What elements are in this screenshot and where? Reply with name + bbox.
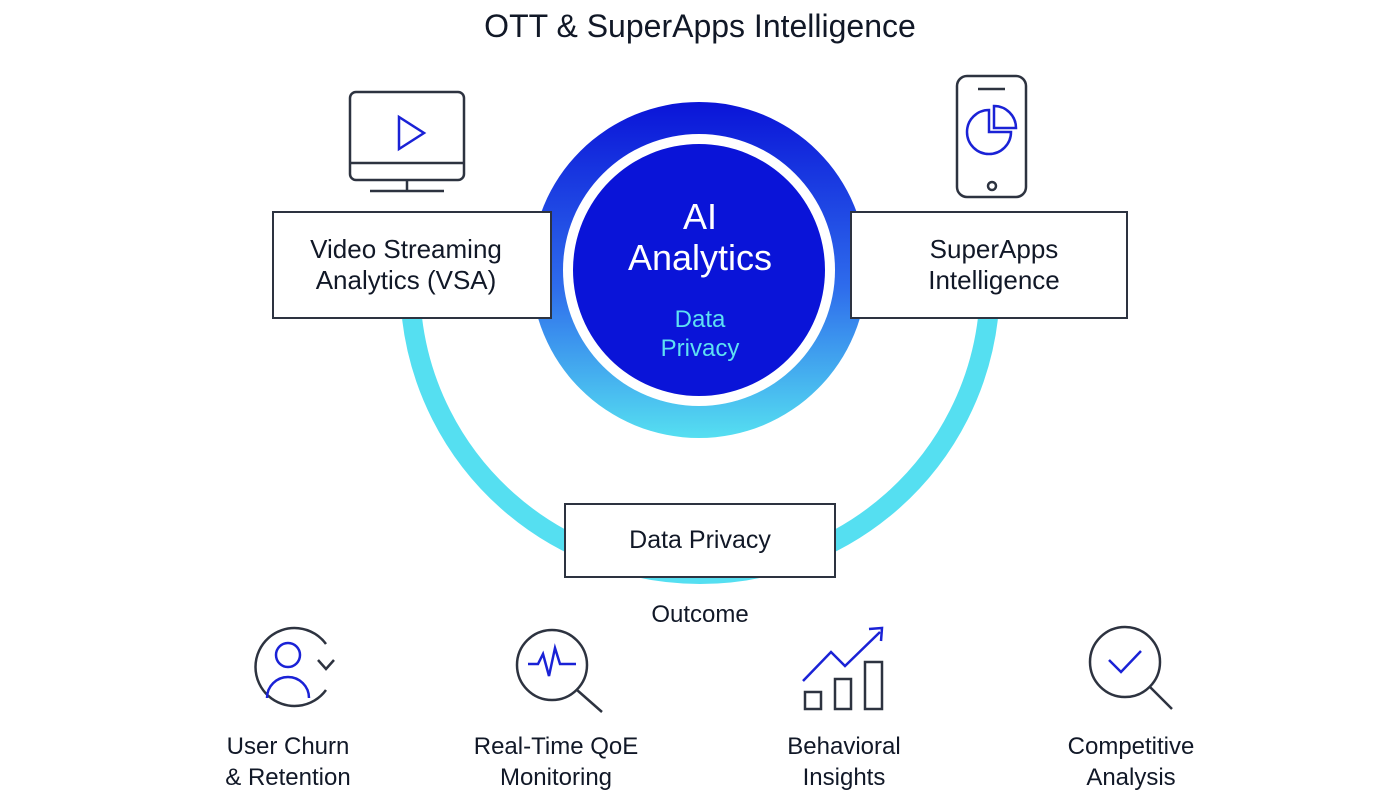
magnifier-pulse-icon xyxy=(515,628,603,713)
monitor-play-icon xyxy=(348,90,466,193)
outcome-qoe-monitoring-label: Real-Time QoE Monitoring xyxy=(473,733,639,791)
outcome-label: Outcome xyxy=(651,601,749,628)
page-title: OTT & SuperApps Intelligence xyxy=(484,8,916,44)
video-streaming-analytics-box: Video Streaming Analytics (VSA) xyxy=(272,211,552,319)
magnifier-check-icon xyxy=(1088,625,1173,710)
outcome-user-churn-label: User Churn & Retention xyxy=(225,733,351,791)
outcome-behavioral-insights-label: Behavioral Insights xyxy=(787,733,901,791)
phone-pie-chart-icon xyxy=(955,74,1028,199)
ai-analytics-label: AI Analytics xyxy=(627,196,773,278)
data-privacy-box: Data Privacy xyxy=(564,503,836,578)
data-privacy-core-label: Data Privacy xyxy=(660,306,740,362)
user-churn-icon xyxy=(254,626,335,708)
bar-chart-trend-icon xyxy=(802,626,884,711)
superapps-intelligence-box: SuperApps Intelligence xyxy=(850,211,1128,319)
central-core xyxy=(573,144,825,396)
outcome-competitive-analysis-label: Competitive Analysis xyxy=(1067,733,1195,791)
